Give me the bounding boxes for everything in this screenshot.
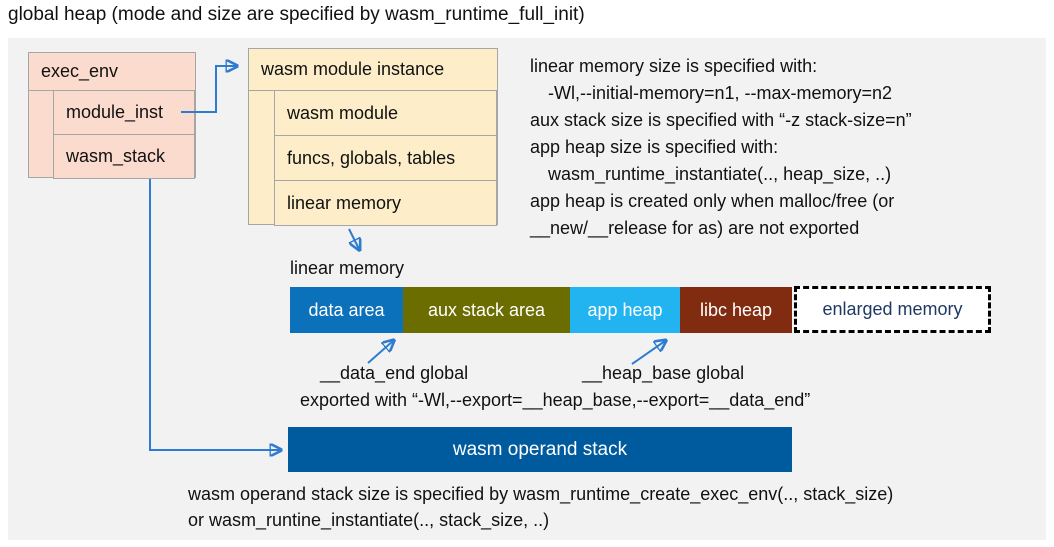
wasm-module-instance-header: wasm module instance	[249, 49, 497, 91]
data-end-global-label: __data_end global	[320, 363, 469, 383]
note-line: __new/__release for as) are not exported	[530, 218, 860, 238]
exported-with-label: exported with “-Wl,--export=__heap_base,…	[300, 390, 811, 410]
module-row-wasm-module: wasm module	[274, 90, 497, 136]
heap-base-global-label: __heap_base global	[582, 363, 745, 383]
note-line: linear memory size is specified with:	[530, 56, 818, 76]
note-line: -Wl,--initial-memory=n1, --max-memory=n2	[548, 83, 893, 103]
wasm-module-instance-box: wasm module instance wasm module funcs, …	[248, 48, 498, 226]
note-line: wasm operand stack size is specified by …	[188, 484, 894, 504]
exec-env-row-wasm-stack: wasm_stack	[53, 134, 195, 179]
segment-data-area: data area	[290, 287, 403, 333]
page-title: global heap (mode and size are specified…	[8, 4, 585, 25]
module-row-funcs-globals-tables: funcs, globals, tables	[274, 135, 497, 181]
segment-enlarged-memory: enlarged memory	[794, 286, 991, 333]
note-line: or wasm_runtine_instantiate(.., stack_si…	[188, 510, 550, 530]
exec-env-row-module-inst: module_inst	[53, 90, 195, 135]
exec-env-header: exec_env	[29, 53, 195, 91]
notes-right: linear memory size is specified with: -W…	[530, 53, 1045, 242]
notes-bottom: wasm operand stack size is specified by …	[188, 481, 1048, 533]
segment-app-heap: app heap	[570, 287, 680, 333]
segment-aux-stack-area: aux stack area	[403, 287, 570, 333]
exec-env-box: exec_env module_inst wasm_stack	[28, 52, 196, 179]
note-line: aux stack size is specified with “-z sta…	[530, 110, 912, 130]
note-line: app heap is created only when malloc/fre…	[530, 191, 895, 211]
linear-memory-label: linear memory	[290, 258, 405, 278]
note-line: app heap size is specified with:	[530, 137, 779, 157]
segment-libc-heap: libc heap	[680, 287, 792, 333]
module-row-linear-memory: linear memory	[274, 180, 497, 226]
wasm-operand-stack-bar: wasm operand stack	[288, 427, 792, 472]
note-line: wasm_runtime_instantiate(.., heap_size, …	[548, 164, 892, 184]
